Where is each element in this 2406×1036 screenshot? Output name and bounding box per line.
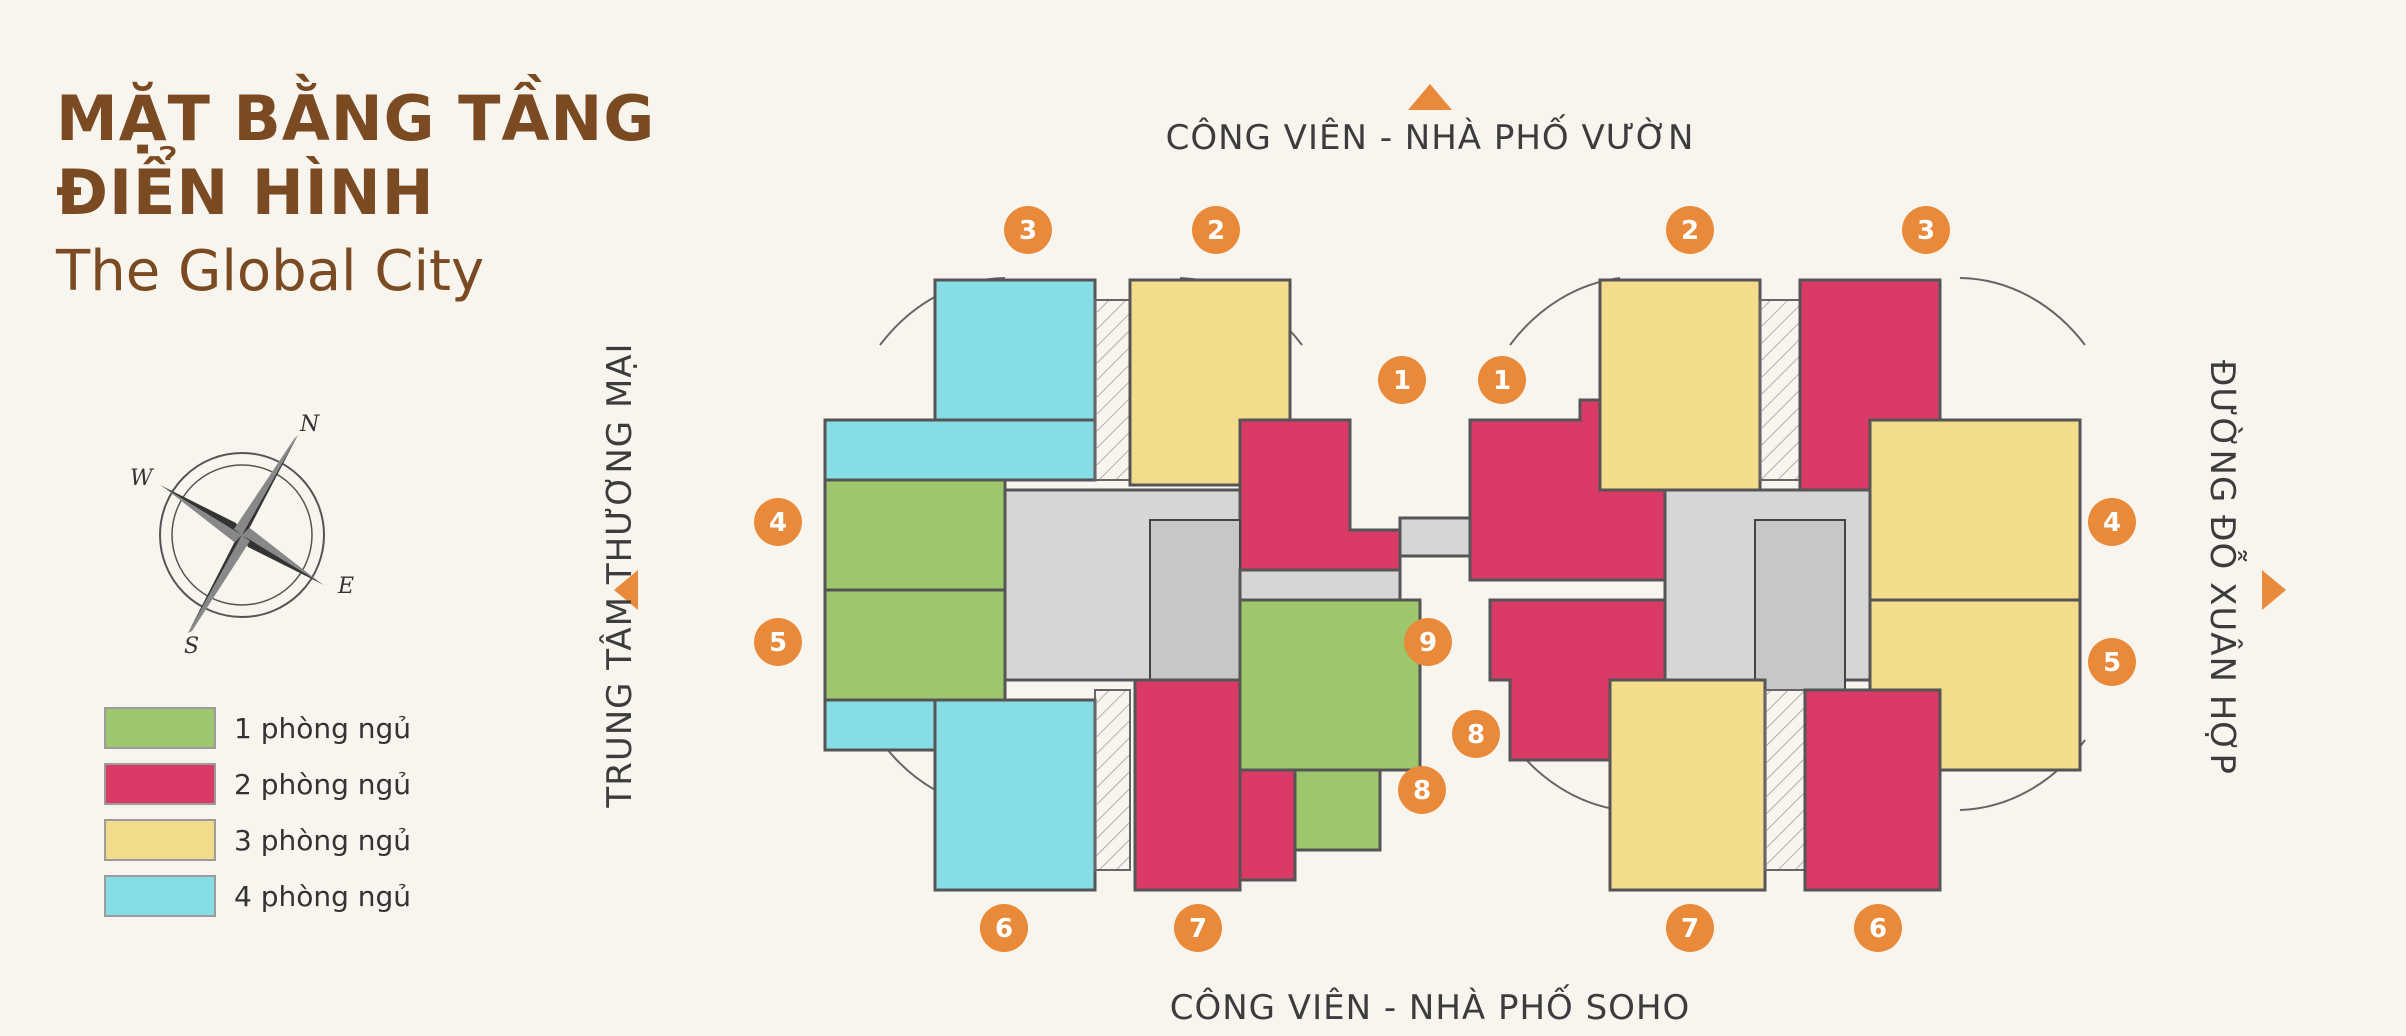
unit-5[interactable] [823,588,1007,702]
unit-badge: 9 [1404,618,1452,666]
unit-badge-label: 7 [1681,914,1699,944]
unit-badge-label: 5 [2103,648,2121,678]
compass-icon: N E S W [130,412,354,655]
arrow-up-icon [1408,84,1452,110]
arrow-right-icon [2262,570,2286,610]
compass-n: N [299,412,320,437]
compass-w: W [130,466,155,491]
legend-item: 4 phòng ngủ [104,868,411,924]
unit-badge: 7 [1174,904,1222,952]
unit-badge-circle [1404,618,1452,666]
unit-badge-circle [1174,904,1222,952]
legend-swatch [104,875,216,917]
unit-badge-label: 2 [1207,216,1225,246]
unit-6[interactable] [933,698,1097,892]
unit-badge-circle [2088,498,2136,546]
core-left [1149,519,1241,691]
unit-badge-label: 4 [2103,508,2121,538]
unit-badge: 3 [1902,206,1950,254]
legend-swatch [104,819,216,861]
unit-badge-label: 6 [995,914,1013,944]
unit-badge: 5 [754,618,802,666]
unit-badge-circle [1398,766,1446,814]
unit-badge-circle [1452,710,1500,758]
unit-badge: 2 [1192,206,1240,254]
unit-badge-label: 8 [1467,720,1485,750]
unit-badge-circle [1902,206,1950,254]
unit-badge-label: 8 [1413,776,1431,806]
tower-left [823,277,1422,892]
unit-badge: 6 [980,904,1028,952]
unit-badge-label: 9 [1419,628,1437,658]
legend-item: 3 phòng ngủ [104,812,411,868]
unit-6-right[interactable] [1803,688,1942,892]
unit-1[interactable] [1238,418,1402,572]
unit-badge: 2 [1666,206,1714,254]
unit-badge-label: 6 [1869,914,1887,944]
unit-badge-label: 1 [1493,366,1511,396]
legend-item: 1 phòng ngủ [104,700,411,756]
unit-badge: 4 [2088,498,2136,546]
legend-label: 4 phòng ngủ [234,879,412,913]
unit-badge: 8 [1398,766,1446,814]
legend-swatch [104,707,216,749]
unit-badge-circle [754,498,802,546]
unit-badge-label: 3 [1019,216,1037,246]
unit-badge-label: 3 [1917,216,1935,246]
unit-badge-circle [1192,206,1240,254]
unit-badge: 3 [1004,206,1052,254]
page-title-line-1: MẶT BẰNG TẦNG [56,82,656,155]
page-title-line-2: ĐIỂN HÌNH [56,156,435,229]
unit-badge-circle [754,618,802,666]
compass-e: E [337,574,354,599]
unit-badge-circle [1378,356,1426,404]
unit-badge-circle [980,904,1028,952]
unit-badge-circle [1666,206,1714,254]
edge-label-top: CÔNG VIÊN - NHÀ PHỐ VƯỜN [1165,118,1695,158]
unit-badge: 6 [1854,904,1902,952]
unit-7[interactable] [1133,678,1242,892]
unit-7-right[interactable] [1608,678,1767,892]
unit-badge-circle [1854,904,1902,952]
unit-badge-label: 4 [769,508,787,538]
unit-badge: 8 [1452,710,1500,758]
unit-4-right[interactable] [1868,418,2082,602]
unit-badge-circle [1478,356,1526,404]
legend-label: 3 phòng ngủ [234,823,412,857]
arrow-left-icon [614,570,638,610]
unit-badges: 3 2 1 4 5 9 8 6 7 2 3 1 4 5 8 7 6 [754,206,2136,952]
unit-badge: 4 [754,498,802,546]
unit-badge-label: 5 [769,628,787,658]
title-block: MẶT BẰNG TẦNG ĐIỂN HÌNH The Global City [56,82,655,310]
unit-badge: 7 [1666,904,1714,952]
unit-badge: 1 [1478,356,1526,404]
unit-badge-circle [1666,904,1714,952]
unit-badge: 5 [2088,638,2136,686]
project-name: The Global City [56,239,485,304]
unit-badge-label: 7 [1189,914,1207,944]
unit-badge: 1 [1378,356,1426,404]
bridge [1398,516,1472,558]
compass-s: S [184,634,199,655]
legend-swatch [104,763,216,805]
unit-2-right[interactable] [1598,278,1762,492]
legend: 1 phòng ngủ 2 phòng ngủ 3 phòng ngủ 4 ph… [104,700,411,924]
edge-label-bottom: CÔNG VIÊN - NHÀ PHỐ SOHO [1169,988,1691,1028]
tower-right [1468,277,2086,892]
legend-label: 1 phòng ngủ [234,711,412,745]
unit-badge-label: 1 [1393,366,1411,396]
legend-label: 2 phòng ngủ [234,767,412,801]
legend-item: 2 phòng ngủ [104,756,411,812]
unit-4[interactable] [823,478,1007,592]
unit-badge-label: 2 [1681,216,1699,246]
unit-badge-circle [1004,206,1052,254]
unit-badge-circle [2088,638,2136,686]
unit-9[interactable] [1238,598,1422,772]
core-right [1754,519,1846,691]
